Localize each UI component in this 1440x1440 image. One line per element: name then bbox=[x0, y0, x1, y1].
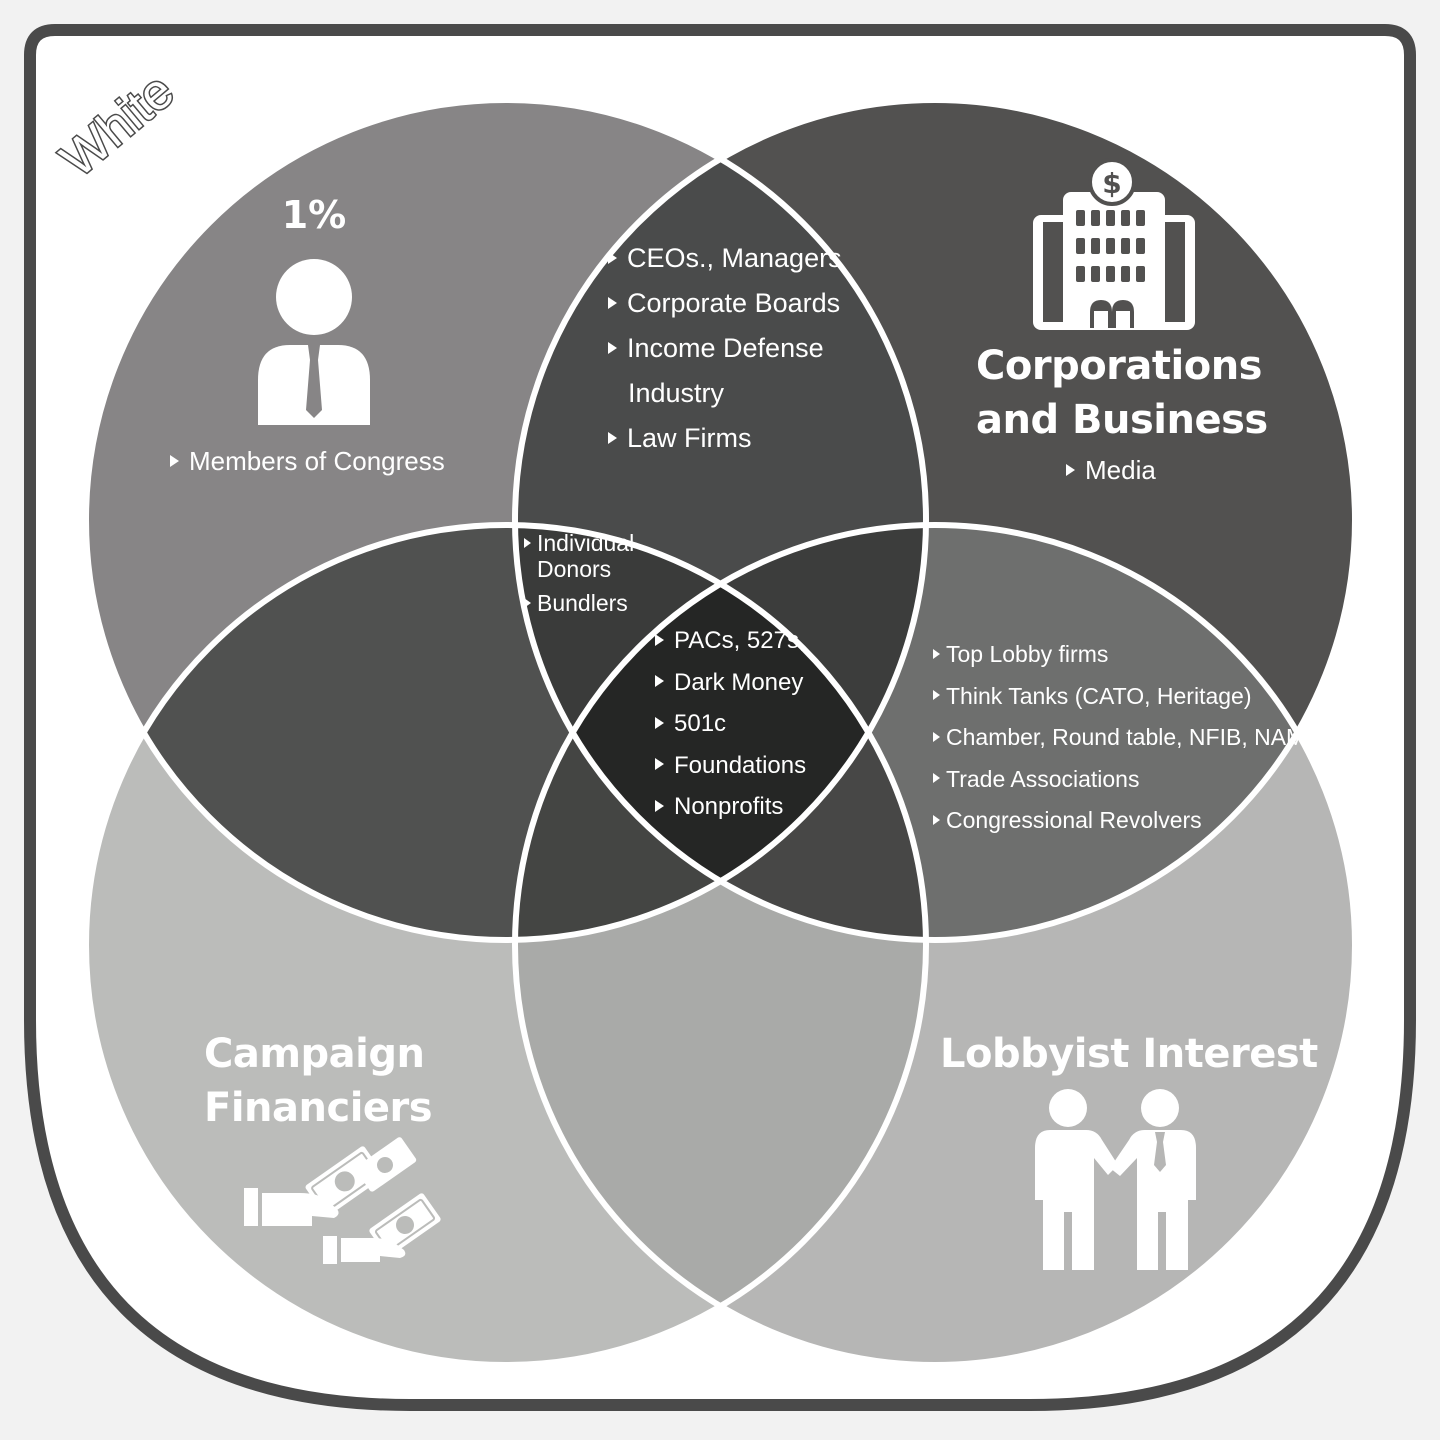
one-percent-list: Members of Congress bbox=[170, 446, 445, 477]
one-percent-title: 1% bbox=[281, 193, 347, 237]
bullet-arrow-icon bbox=[608, 296, 617, 309]
center-list: PACs, 527s, Dark Money 501c Foundations … bbox=[655, 620, 806, 828]
donors-overlap-list: Individual Donors Bundlers bbox=[524, 530, 634, 616]
handshake-icon bbox=[1035, 1089, 1196, 1270]
list-item: Media bbox=[1066, 455, 1156, 486]
bullet-arrow-icon bbox=[933, 731, 940, 742]
bank-building-icon: $ bbox=[1033, 158, 1195, 330]
list-item-label: CEOs., Managers bbox=[627, 243, 842, 273]
list-item-label: Dark Money bbox=[674, 668, 804, 696]
list-item-label: Foundations bbox=[674, 751, 807, 779]
bullet-arrow-icon bbox=[170, 455, 179, 468]
list-item-label: Members of Congress bbox=[189, 446, 445, 476]
list-item-label: 501c bbox=[674, 710, 727, 737]
bullet-arrow-icon bbox=[655, 716, 664, 729]
list-item: Bundlers bbox=[524, 590, 634, 616]
list-item: Corporate Boards bbox=[608, 281, 842, 326]
list-item-label: Individual bbox=[537, 530, 635, 556]
campaign-title-line1: Campaign bbox=[204, 1031, 425, 1077]
bullet-arrow-icon bbox=[933, 648, 940, 659]
list-item: Income Defense bbox=[608, 326, 842, 371]
list-item: Congressional Revolvers bbox=[933, 800, 1305, 842]
bullet-arrow-icon bbox=[933, 690, 940, 701]
list-item: CEOs., Managers bbox=[608, 236, 842, 281]
list-item-label: Corporate Boards bbox=[627, 288, 841, 318]
list-item: Trade Associations bbox=[933, 759, 1305, 801]
corporations-list: Media bbox=[1066, 455, 1156, 486]
list-item: Foundations bbox=[655, 745, 806, 787]
businessman-icon bbox=[258, 259, 370, 425]
list-item: Members of Congress bbox=[170, 446, 445, 477]
list-item-label: Bundlers bbox=[537, 590, 628, 616]
list-item: Top Lobby firms bbox=[933, 634, 1305, 676]
bullet-arrow-icon bbox=[933, 773, 940, 784]
bullet-arrow-icon bbox=[933, 814, 940, 825]
list-item-label: Income Defense bbox=[627, 333, 824, 363]
list-item-continuation: Donors bbox=[524, 556, 634, 582]
list-item-label: Media bbox=[1085, 455, 1156, 485]
corporations-title-line2: and Business bbox=[976, 397, 1268, 443]
bullet-arrow-icon bbox=[1066, 464, 1075, 477]
campaign-title-line2: Financiers bbox=[204, 1085, 433, 1131]
bullet-arrow-icon bbox=[655, 633, 664, 646]
list-item: Nonprofits bbox=[655, 786, 806, 828]
list-item-label: Trade Associations bbox=[946, 765, 1140, 792]
bullet-arrow-icon bbox=[524, 537, 531, 548]
svg-text:$: $ bbox=[1102, 167, 1121, 200]
list-item: Individual bbox=[524, 530, 634, 556]
bullet-arrow-icon bbox=[655, 675, 664, 688]
list-item: Think Tanks (CATO, Heritage) bbox=[933, 676, 1305, 718]
list-item: 501c bbox=[655, 703, 806, 745]
list-item-label: Donors bbox=[537, 556, 612, 582]
list-item: Dark Money bbox=[655, 662, 806, 704]
bullet-arrow-icon bbox=[655, 799, 664, 812]
list-item: Chamber, Round table, NFIB, NAM bbox=[933, 717, 1305, 759]
list-item: PACs, 527s, bbox=[655, 620, 806, 662]
list-item-label: Law Firms bbox=[627, 423, 752, 453]
bullet-arrow-icon bbox=[608, 251, 617, 264]
top-overlap-list: CEOs., Managers Corporate Boards Income … bbox=[608, 236, 842, 461]
circle-outlines bbox=[83, 97, 1358, 1368]
list-item-label: Nonprofits bbox=[674, 793, 784, 820]
bullet-arrow-icon bbox=[608, 431, 617, 444]
bullet-arrow-icon bbox=[608, 341, 617, 354]
list-item: Law Firms bbox=[608, 416, 842, 461]
list-item-label: Think Tanks (CATO, Heritage) bbox=[946, 682, 1252, 709]
corporations-title-line1: Corporations bbox=[976, 343, 1263, 389]
hands-money-icon bbox=[244, 1137, 441, 1264]
list-item-label: PACs, 527s, bbox=[674, 627, 806, 654]
list-item-label: Chamber, Round table, NFIB, NAM bbox=[946, 724, 1306, 750]
lobby-overlap-list: Top Lobby firms Think Tanks (CATO, Herit… bbox=[933, 634, 1305, 842]
list-item-label: Congressional Revolvers bbox=[946, 807, 1202, 833]
lobbyist-title: Lobbyist Interest bbox=[940, 1031, 1318, 1077]
list-item-label: Top Lobby firms bbox=[946, 641, 1109, 667]
bullet-arrow-icon bbox=[655, 758, 664, 771]
list-item-label: Industry bbox=[628, 378, 725, 408]
list-item-continuation: Industry bbox=[608, 371, 842, 416]
bullet-arrow-icon bbox=[524, 597, 531, 608]
